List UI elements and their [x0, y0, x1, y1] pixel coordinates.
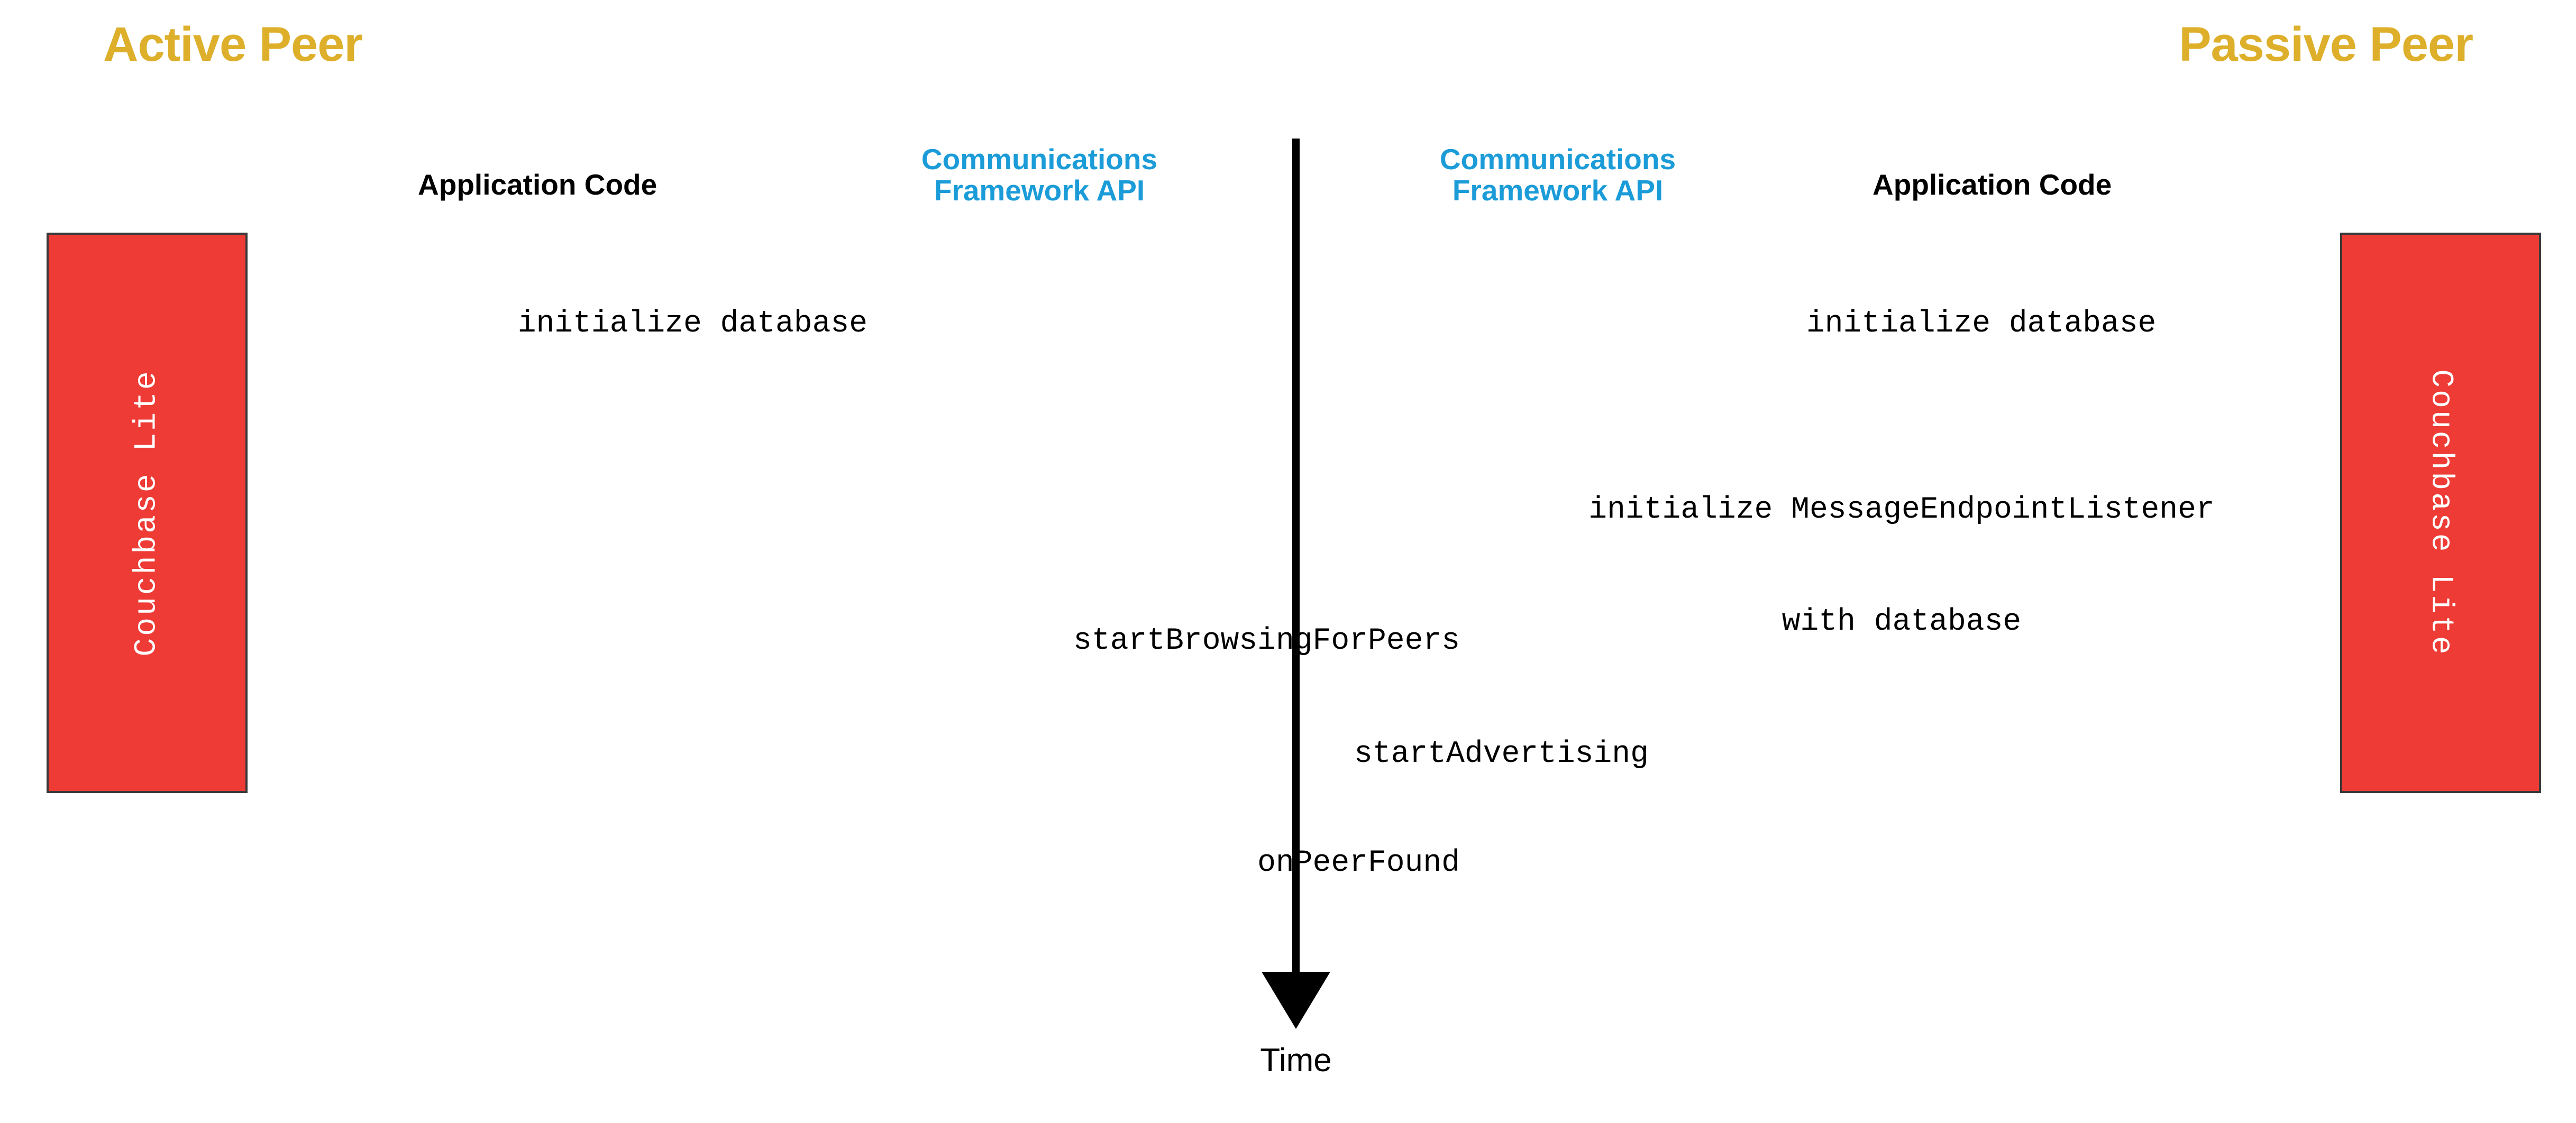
passive-peer-title: Passive Peer — [2179, 17, 2473, 71]
step-initialize-database-passive: initialize database — [1806, 307, 2157, 341]
timeline-axis-line — [1292, 139, 1300, 980]
step-on-peer-found: onPeerFound — [1257, 846, 1460, 880]
column-header-application-code-left: Application Code — [418, 168, 657, 201]
api-header-line2-right: Framework API — [1452, 174, 1664, 207]
step-start-advertising: startAdvertising — [1354, 737, 1649, 771]
couchbase-lite-box-passive-peer: Couchbase Lite — [2340, 233, 2541, 793]
api-header-line1-left: Communications — [921, 143, 1158, 176]
column-header-communications-framework-api-right: Communications Framework API — [1391, 143, 1724, 207]
couchbase-lite-label-left: Couchbase Lite — [130, 369, 165, 657]
step-init-mel-line1: initialize MessageEndpointListener — [1588, 492, 2215, 527]
step-initialize-message-endpoint-listener: initialize MessageEndpointListener with … — [1473, 417, 2330, 716]
timeline-axis-label: Time — [1260, 1042, 1332, 1079]
couchbase-lite-label-right: Couchbase Lite — [2423, 369, 2458, 657]
step-initialize-database-active: initialize database — [517, 307, 867, 341]
active-peer-title: Active Peer — [103, 17, 363, 71]
timeline-arrow-down-icon — [1262, 972, 1330, 1029]
step-init-mel-line2: with database — [1782, 604, 2022, 639]
column-header-application-code-right: Application Code — [1872, 168, 2112, 201]
api-header-line2-left: Framework API — [934, 174, 1145, 207]
couchbase-lite-box-active-peer: Couchbase Lite — [47, 233, 248, 793]
api-header-line1-right: Communications — [1439, 143, 1676, 176]
column-header-communications-framework-api-left: Communications Framework API — [873, 143, 1206, 207]
step-start-browsing-for-peers: startBrowsingForPeers — [1073, 624, 1460, 658]
